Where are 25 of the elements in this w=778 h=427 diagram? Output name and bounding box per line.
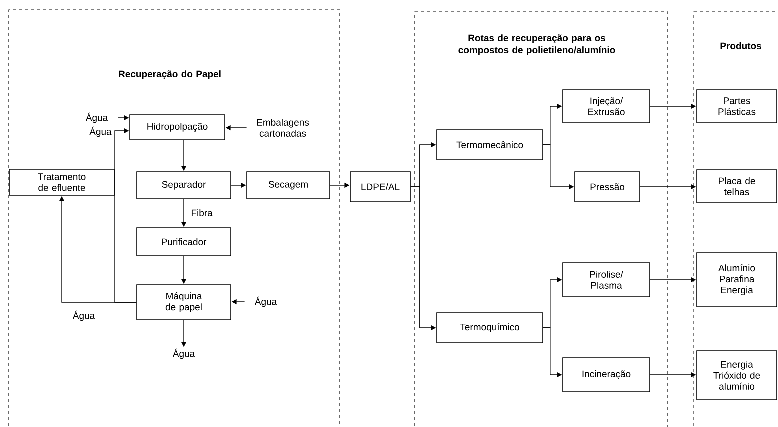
process-box: Máquina de papel: [136, 284, 232, 320]
stream-label: Água: [172, 348, 196, 360]
process-box: Pirolise/ Plasma: [562, 262, 650, 298]
process-box: Alumínio Parafina Energia: [696, 252, 778, 308]
stream-label: Água: [254, 296, 278, 308]
edge-label: Fibra: [190, 208, 214, 218]
process-box: Hidropolpação: [130, 114, 226, 140]
process-box: Partes Plásticas: [696, 90, 778, 124]
stream-label: Embalagens cartonadas: [257, 119, 310, 137]
process-box: Injeção/ Extrusão: [562, 90, 650, 124]
arrow: [114, 128, 137, 303]
process-box: Termomecânico: [436, 130, 544, 160]
process-box: Energia Trióxido de alumínio: [696, 350, 778, 400]
process-box: Pressão: [574, 172, 640, 202]
process-box: Purificador: [136, 228, 232, 256]
stream-label: Água: [86, 112, 108, 124]
edge-label: Água: [72, 310, 96, 322]
process-box: Placa de telhas: [696, 170, 778, 204]
edge-label: Água: [88, 126, 113, 138]
process-box: Tratamento de efluente: [9, 169, 115, 196]
process-box: Termoquímico: [436, 312, 544, 344]
process-box: Secagem: [246, 172, 330, 200]
process-box: Separador: [136, 172, 232, 200]
process-box: Incineração: [562, 358, 650, 392]
process-box: LDPE/AL: [350, 172, 411, 202]
